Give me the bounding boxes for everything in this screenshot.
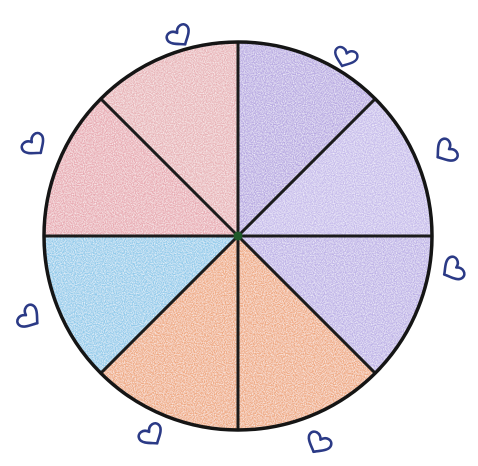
heart-icon-right-lower [438,255,466,285]
heart-outline-icon [15,303,44,333]
heart-outline-icon [20,131,50,161]
heart-icon-bottom-right [303,430,333,458]
heart-icon-right-upper [431,137,460,167]
heart-outline-icon [438,255,466,285]
heart-outline-icon [137,421,167,450]
heart-icon-left-lower [15,303,44,333]
heart-outline-icon [303,430,333,458]
center-dot [234,232,243,241]
heart-icon-bottom-left [137,421,167,450]
heart-outline-icon [431,137,460,167]
heart-icon-left-upper [20,131,50,161]
